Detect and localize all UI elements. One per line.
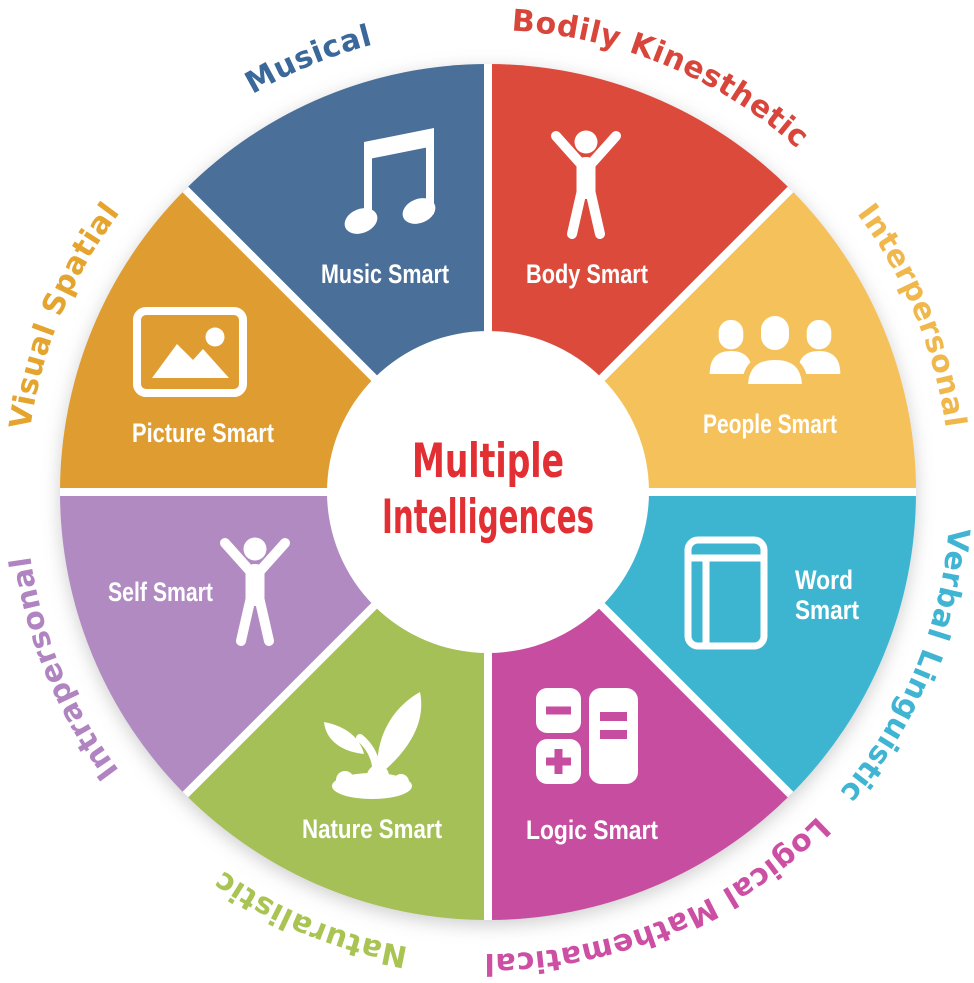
music-note-icon bbox=[344, 128, 436, 234]
inner-label-nature-smart: Nature Smart bbox=[302, 814, 442, 844]
wheel-center bbox=[327, 331, 649, 653]
inner-label-picture-smart: Picture Smart bbox=[132, 418, 274, 448]
person-arms-raised-icon bbox=[551, 130, 621, 239]
inner-label-people-smart: People Smart bbox=[703, 409, 837, 439]
intelligence-wheel bbox=[60, 64, 916, 920]
person-arms-raised-icon bbox=[220, 537, 290, 646]
inner-label-music-smart: Music Smart bbox=[321, 259, 449, 289]
calculator-icon bbox=[536, 688, 638, 784]
picture-icon bbox=[133, 307, 247, 397]
inner-label-logic-smart: Logic Smart bbox=[526, 815, 658, 845]
inner-label-body-smart: Body Smart bbox=[526, 259, 648, 289]
sprout-icon bbox=[324, 692, 422, 799]
inner-label-self-smart: Self Smart bbox=[108, 577, 213, 607]
center-title-line2: Intelligences bbox=[382, 490, 594, 545]
inner-label-smart: Smart bbox=[795, 595, 859, 625]
people-group-icon bbox=[709, 310, 841, 390]
inner-label-word: Word bbox=[795, 565, 853, 595]
center-title-line1: Multiple bbox=[412, 434, 564, 489]
book-icon bbox=[684, 536, 768, 650]
